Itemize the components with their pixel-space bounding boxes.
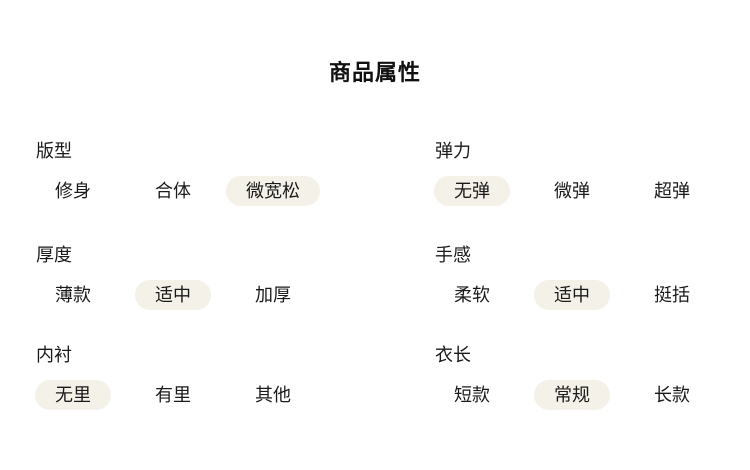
group-thickness: 厚度 薄款 适中 加厚 xyxy=(23,244,363,310)
group-elasticity-options: 无弹 微弹 超弹 xyxy=(422,176,750,206)
option-chip-lining-lined[interactable]: 有里 xyxy=(155,385,191,405)
group-thickness-options: 薄款 适中 加厚 xyxy=(23,280,363,310)
option-chip-thickness-thin[interactable]: 薄款 xyxy=(55,285,91,305)
group-garment-length: 衣长 短款 常规 长款 xyxy=(422,344,750,410)
group-lining-label: 内衬 xyxy=(36,345,72,365)
group-thickness-label: 厚度 xyxy=(36,245,72,265)
option-chip-lining-other[interactable]: 其他 xyxy=(255,385,291,405)
group-fit: 版型 修身 合体 微宽松 xyxy=(23,140,363,206)
option-chip-fit-regular[interactable]: 合体 xyxy=(155,181,191,201)
option-chip-length-short[interactable]: 短款 xyxy=(454,385,490,405)
option-chip-feel-soft[interactable]: 柔软 xyxy=(454,285,490,305)
group-hand-feel-options: 柔软 适中 挺括 xyxy=(422,280,750,310)
group-hand-feel: 手感 柔软 适中 挺括 xyxy=(422,244,750,310)
option-chip-length-regular[interactable]: 常规 xyxy=(534,380,610,410)
group-hand-feel-label: 手感 xyxy=(435,245,471,265)
option-chip-feel-crisp[interactable]: 挺括 xyxy=(654,285,690,305)
option-chip-thickness-medium[interactable]: 适中 xyxy=(135,280,211,310)
option-chip-fit-slightly-loose[interactable]: 微宽松 xyxy=(226,176,320,206)
group-lining-options: 无里 有里 其他 xyxy=(23,380,363,410)
group-lining: 内衬 无里 有里 其他 xyxy=(23,344,363,410)
option-chip-fit-slim[interactable]: 修身 xyxy=(55,181,91,201)
option-chip-feel-medium[interactable]: 适中 xyxy=(534,280,610,310)
option-chip-length-long[interactable]: 长款 xyxy=(654,385,690,405)
group-garment-length-label: 衣长 xyxy=(435,345,471,365)
option-chip-lining-none[interactable]: 无里 xyxy=(35,380,111,410)
group-fit-options: 修身 合体 微宽松 xyxy=(23,176,363,206)
option-chip-elasticity-slight[interactable]: 微弹 xyxy=(554,181,590,201)
group-garment-length-options: 短款 常规 长款 xyxy=(422,380,750,410)
option-chip-elasticity-none[interactable]: 无弹 xyxy=(434,176,510,206)
page-title: 商品属性 xyxy=(328,60,421,85)
group-elasticity: 弹力 无弹 微弹 超弹 xyxy=(422,140,750,206)
group-elasticity-label: 弹力 xyxy=(435,141,471,161)
option-chip-elasticity-super[interactable]: 超弹 xyxy=(654,181,690,201)
option-chip-thickness-thick[interactable]: 加厚 xyxy=(255,285,291,305)
group-fit-label: 版型 xyxy=(36,141,72,161)
